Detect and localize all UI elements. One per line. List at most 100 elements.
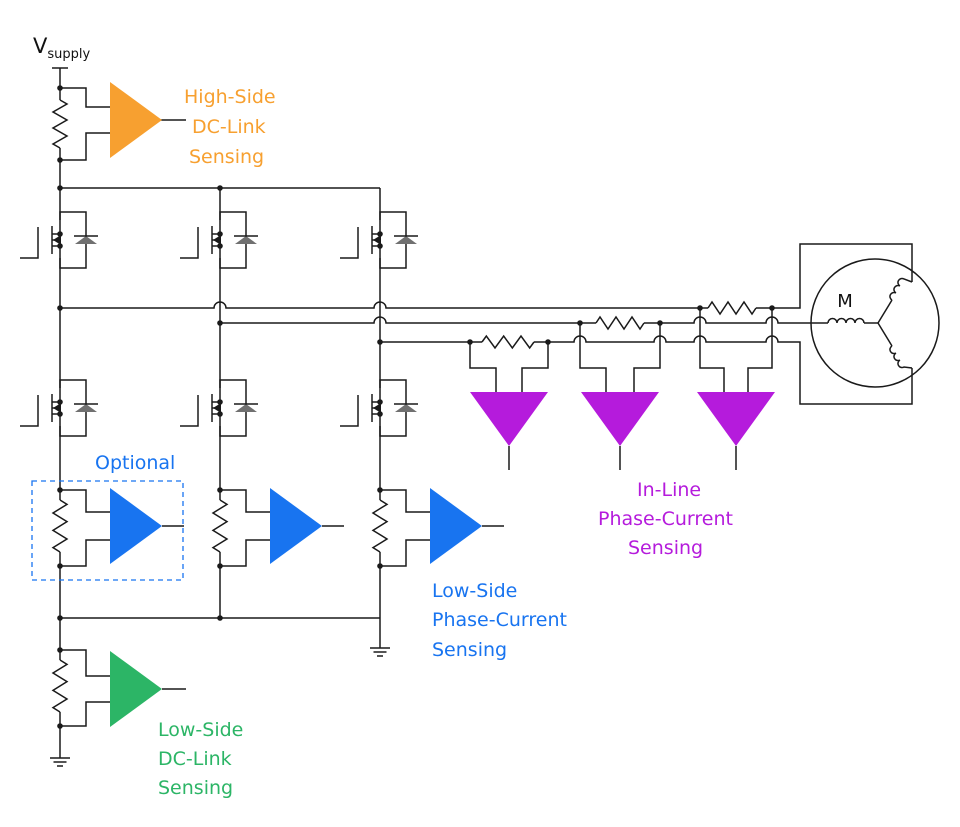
inductor-icon (889, 277, 913, 301)
resistor-zigzag (371, 499, 389, 553)
low-side-phase-amp (110, 488, 162, 564)
junction-dot (217, 411, 223, 417)
diode-icon (395, 404, 417, 412)
low-side-dc-link-label: Low-Side DC-Link Sensing (158, 719, 243, 799)
in-line-phase-current-label-line2: Phase-Current (598, 508, 733, 530)
diode-icon (75, 404, 97, 412)
junction-dot (467, 339, 473, 345)
mosfet-icon (340, 211, 418, 269)
mosfet-icon (180, 379, 258, 437)
diode-lead (219, 244, 247, 269)
low-side-dc-link-label-line3: Sensing (158, 777, 233, 799)
junction-dot (657, 320, 663, 326)
diode-icon (235, 404, 257, 412)
phase-c-wire (534, 335, 913, 405)
motor-label: M (837, 291, 853, 312)
resistor-zigzag (51, 659, 69, 713)
diode-lead (59, 244, 87, 269)
motor-winding (877, 322, 893, 347)
op-amp-icon (697, 392, 775, 446)
diode-lead (219, 379, 247, 404)
circuit-components (20, 82, 940, 767)
phase-b-wire (220, 316, 580, 324)
shunt-resistor-icon (51, 99, 69, 149)
shunt-resistor-icon (481, 334, 535, 350)
low-side-phase-current-label-line1: Low-Side (432, 580, 517, 602)
junction-dot (57, 487, 63, 493)
resistor-zigzag (51, 499, 69, 553)
junction-dot (57, 243, 63, 249)
diode-lead (379, 244, 407, 269)
in-line-phase-current-label-line1: In-Line (637, 479, 701, 501)
high-side-dc-link-label: High-Side DC-Link Sensing (184, 86, 276, 168)
mosfet-icon (180, 211, 258, 269)
mosfet-arrow (53, 235, 61, 245)
junction-dot (57, 411, 63, 417)
low-side-phase-current-label-line2: Phase-Current (432, 609, 567, 631)
ground-icon (50, 757, 70, 767)
mosfet-gate-lead (20, 253, 39, 259)
junction-dot (217, 243, 223, 249)
mosfet-gate-lead (340, 421, 359, 427)
op-amp-icon (581, 392, 659, 446)
supply-label: Vsupply (33, 34, 91, 62)
high-side-dc-amp (110, 82, 162, 158)
mosfet-gate-lead (20, 421, 39, 427)
resistor-zigzag (211, 499, 229, 553)
op-amp-icon (470, 392, 548, 446)
junction-dot (545, 339, 551, 345)
junction-dot (57, 185, 63, 191)
supply-label-sub: supply (47, 47, 90, 62)
in-line-phase-current-label-line3: Sensing (628, 537, 703, 559)
supply-label-base: V (33, 34, 48, 58)
mosfet-icon (20, 379, 98, 437)
sense-lead (579, 323, 607, 392)
mosfet-gate-lead (340, 253, 359, 259)
junction-dot (57, 615, 63, 621)
sense-lead (60, 132, 110, 161)
op-amp-icon (470, 392, 548, 446)
junction-dot (57, 723, 63, 729)
shunt-resistor-icon (51, 499, 69, 553)
junction-dot (577, 320, 583, 326)
op-amp-icon (110, 651, 162, 727)
motor-winding (877, 299, 893, 324)
low-side-phase-current-label-line3: Sensing (432, 639, 507, 661)
junction-dot (57, 305, 63, 311)
junction-dot (217, 185, 223, 191)
junction-dot (57, 157, 63, 163)
junction-dot (377, 231, 383, 237)
diode-lead (219, 412, 247, 437)
mosfet-arrow (213, 403, 221, 413)
in-line-phase-current-label: In-Line Phase-Current Sensing (598, 479, 733, 559)
sense-lead (469, 342, 497, 392)
inductor-icon (827, 317, 865, 324)
diode-lead (379, 412, 407, 437)
high-side-dc-link-label-line2: DC-Link (192, 116, 266, 138)
inductor-icon (889, 345, 913, 369)
low-side-phase-current-label: Low-Side Phase-Current Sensing (432, 580, 567, 661)
motor-icon (810, 258, 940, 388)
low-side-dc-link-label-line1: Low-Side (158, 719, 243, 741)
junction-dot (697, 305, 703, 311)
op-amp-icon (110, 488, 162, 564)
phase-a-wire (756, 243, 913, 309)
sense-lead (699, 342, 725, 392)
mosfet-icon (340, 379, 418, 437)
junction-dot (217, 563, 223, 569)
mosfet-arrow (373, 403, 381, 413)
sense-lead (633, 323, 661, 392)
junction-dot (217, 231, 223, 237)
mosfet-gate-lead (180, 421, 199, 427)
junction-dot (217, 615, 223, 621)
junction-dot (377, 399, 383, 405)
junction-dot (377, 339, 383, 345)
junction-dot (217, 399, 223, 405)
mosfet-arrow (213, 235, 221, 245)
resistor-zigzag (707, 300, 757, 316)
diode-lead (59, 379, 87, 404)
sense-lead (521, 342, 549, 392)
op-amp-icon (430, 488, 482, 564)
diode-lead (379, 379, 407, 404)
op-amp-icon (110, 82, 162, 158)
